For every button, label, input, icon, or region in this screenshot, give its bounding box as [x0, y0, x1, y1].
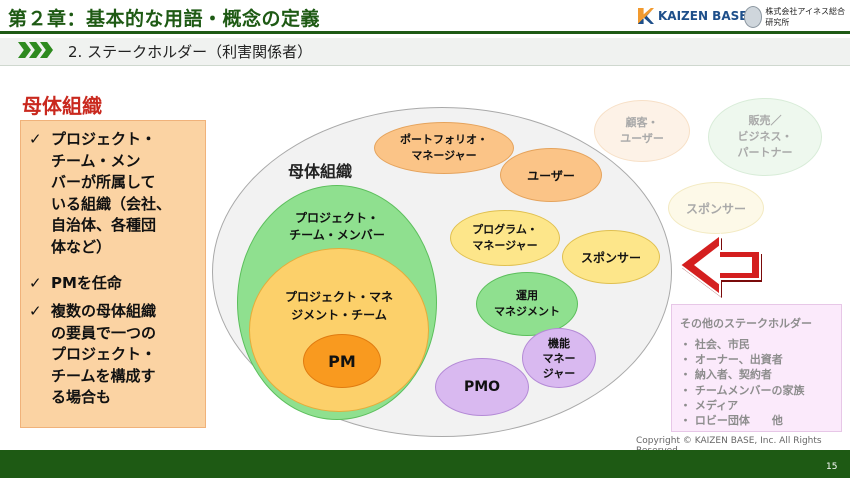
- customer-user-label: 顧客・ ユーザー: [620, 116, 664, 145]
- chevron-right-icon: [29, 42, 42, 58]
- list-item: ・ 納入者、契約者: [680, 368, 772, 382]
- bullet-text: プロジェクト・ チーム・メン バーが所属して いる組織（会社、 自治体、各種団 …: [51, 130, 172, 256]
- mother-org-description-box: ✓ プロジェクト・ チーム・メン バーが所属して いる組織（会社、 自治体、各種…: [20, 120, 206, 428]
- list-item: ・ 社会、市民: [680, 338, 750, 351]
- project-team-label: プロジェクト・ チーム・メンバー: [289, 211, 385, 242]
- ines-logo-text: 株式会社アイネス総合研究所: [765, 7, 845, 27]
- operations-mgmt-label: 運用 マネジメント: [494, 289, 560, 318]
- bullet-item: ✓ PMを任命: [29, 273, 122, 295]
- functional-manager-oval: 機能 マネー ジャー: [522, 328, 596, 388]
- mother-org-title: 母体組織: [22, 94, 102, 118]
- portfolio-manager-oval: ポートフォリオ・ マネージャー: [374, 122, 514, 174]
- check-icon: ✓: [29, 130, 42, 148]
- pmo-oval: PMO: [435, 358, 529, 416]
- program-manager-oval: プログラム・ マネージャー: [450, 210, 560, 266]
- functional-manager-label: 機能 マネー ジャー: [542, 336, 576, 380]
- operations-mgmt-oval: 運用 マネジメント: [476, 272, 578, 336]
- other-stakeholders-list: ・ 社会、市民 ・ オーナー、出資者 ・ 納入者、契約者 ・ チームメンバーの家…: [680, 337, 805, 428]
- left-arrow-icon: [678, 233, 762, 298]
- section-heading: 2. ステークホルダー（利害関係者）: [68, 43, 313, 61]
- pm-circle: PM: [303, 334, 381, 388]
- bullet-text: 複数の母体組織 の要員で一つの プロジェクト・ チームを構成す る場合も: [51, 302, 157, 406]
- sales-partner-oval: 販売／ ビジネス・ パートナー: [708, 98, 822, 176]
- program-manager-label: プログラム・ マネージャー: [472, 223, 538, 252]
- other-stakeholders-box: その他のステークホルダー ・ 社会、市民 ・ オーナー、出資者 ・ 納入者、契約…: [671, 304, 842, 432]
- list-item: ・ チームメンバーの家族: [680, 383, 805, 397]
- list-item: ・ ロビー団体 他: [680, 414, 783, 428]
- pm-label: PM: [328, 351, 356, 371]
- sponsor-label: スポンサー: [580, 250, 641, 265]
- list-item: ・ オーナー、出資者: [680, 353, 783, 367]
- check-icon: ✓: [29, 274, 42, 292]
- sponsor-oval: スポンサー: [562, 230, 660, 284]
- check-icon: ✓: [29, 302, 42, 320]
- bullet-item: ✓ 複数の母体組織 の要員で一つの プロジェクト・ チームを構成す る場合も: [29, 301, 156, 409]
- ines-emblem-icon: [744, 6, 763, 28]
- chevron-right-icon: [40, 42, 53, 58]
- kaizen-k-icon: [638, 8, 654, 24]
- other-stakeholders-title: その他のステークホルダー: [680, 317, 812, 330]
- user-label: ユーザー: [527, 168, 575, 183]
- section-bar: [0, 38, 850, 66]
- bullet-text: PMを任命: [51, 274, 122, 292]
- page-number: 15: [826, 462, 838, 472]
- footer-bar: [0, 450, 850, 478]
- user-oval: ユーザー: [500, 148, 602, 202]
- header-divider: [0, 31, 850, 34]
- pmo-label: PMO: [463, 379, 501, 395]
- portfolio-manager-label: ポートフォリオ・ マネージャー: [400, 133, 488, 162]
- slide-title: 第２章：基本的な用語・概念の定義: [8, 8, 321, 30]
- list-item: ・ メディア: [680, 398, 739, 412]
- mother-org-label: 母体組織: [288, 162, 353, 181]
- pm-team-label: プロジェクト・マネ ジメント・チーム: [284, 290, 393, 322]
- sales-partner-label: 販売／ ビジネス・ パートナー: [737, 114, 793, 159]
- ines-logo: 株式会社アイネス総合研究所: [744, 6, 850, 28]
- kaizen-base-logo: KAIZEN BASE: [638, 8, 747, 24]
- customer-user-oval: 顧客・ ユーザー: [594, 100, 690, 162]
- chevron-right-icon: [18, 42, 31, 58]
- outer-sponsor-label: スポンサー: [685, 201, 746, 216]
- kaizen-logo-text: KAIZEN BASE: [658, 9, 748, 23]
- outer-sponsor-oval: スポンサー: [668, 182, 764, 234]
- bullet-item: ✓ プロジェクト・ チーム・メン バーが所属して いる組織（会社、 自治体、各種…: [29, 129, 171, 258]
